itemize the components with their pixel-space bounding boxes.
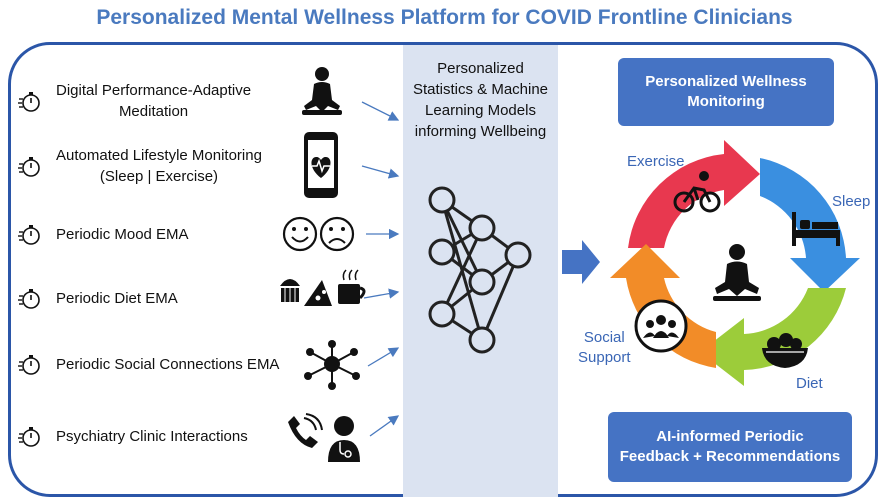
bicycle-icon bbox=[673, 171, 721, 213]
input-label: Automated Lifestyle Monitoring (Sleep | … bbox=[56, 147, 262, 185]
food-icon bbox=[280, 269, 366, 306]
input-item-mood: Periodic Mood EMA bbox=[18, 222, 189, 246]
input-item-diet: Periodic Diet EMA bbox=[18, 286, 178, 310]
neural-network-icon bbox=[428, 186, 532, 354]
stopwatch-icon bbox=[18, 225, 40, 245]
model-line-1: Personalized bbox=[437, 60, 524, 77]
input-item-social: Periodic Social Connections EMA bbox=[18, 352, 279, 376]
model-line-3: Learning Models bbox=[425, 102, 536, 119]
input-label: Periodic Diet EMA bbox=[56, 289, 178, 307]
center-meditation-icon bbox=[713, 244, 761, 301]
model-line-4: informing Wellbeing bbox=[414, 123, 547, 140]
input-label: Periodic Mood EMA bbox=[56, 225, 189, 243]
output-arrow bbox=[562, 240, 600, 284]
model-line-2: Statistics & Machine bbox=[412, 81, 549, 98]
mood-faces-icon bbox=[282, 216, 355, 252]
input-arrow bbox=[363, 288, 400, 299]
group-people-icon bbox=[634, 299, 688, 353]
stopwatch-icon bbox=[18, 289, 40, 309]
wellness-monitoring-box: Personalized Wellness Monitoring bbox=[618, 58, 834, 126]
input-item-lifestyle: Automated Lifestyle Monitoring (Sleep | … bbox=[18, 145, 262, 187]
input-arrow bbox=[361, 101, 400, 121]
phone-heart-icon bbox=[304, 132, 338, 198]
input-arrow bbox=[361, 165, 400, 179]
input-arrow bbox=[367, 347, 400, 367]
input-label: Digital Performance-Adaptive Meditation bbox=[56, 82, 252, 120]
clinician-phone-icon bbox=[288, 413, 360, 462]
social-support-label: Social Support bbox=[578, 329, 631, 366]
stopwatch-icon bbox=[18, 427, 40, 447]
input-arrow bbox=[369, 415, 400, 437]
stopwatch-icon bbox=[18, 92, 40, 112]
stopwatch-icon bbox=[18, 355, 40, 375]
model-description: Personalized Statistics & Machine Learni… bbox=[403, 58, 558, 142]
input-label: Psychiatry Clinic Interactions bbox=[56, 427, 248, 445]
feedback-box: AI-informed Periodic Feedback + Recommen… bbox=[608, 412, 852, 482]
stopwatch-icon bbox=[18, 157, 40, 177]
diet-label: Diet bbox=[796, 375, 823, 392]
meditation-icon bbox=[302, 67, 342, 115]
input-label: Periodic Social Connections EMA bbox=[56, 355, 280, 373]
input-item-clinic: Psychiatry Clinic Interactions bbox=[18, 424, 248, 448]
social-network-icon bbox=[304, 340, 360, 390]
input-item-meditation: Digital Performance-Adaptive Meditation bbox=[18, 80, 251, 122]
diagram-title: Personalized Mental Wellness Platform fo… bbox=[96, 6, 793, 29]
bed-icon bbox=[792, 212, 840, 246]
exercise-label: Exercise bbox=[627, 153, 685, 170]
fruit-bowl-icon bbox=[762, 333, 808, 368]
sleep-label: Sleep bbox=[832, 193, 871, 210]
